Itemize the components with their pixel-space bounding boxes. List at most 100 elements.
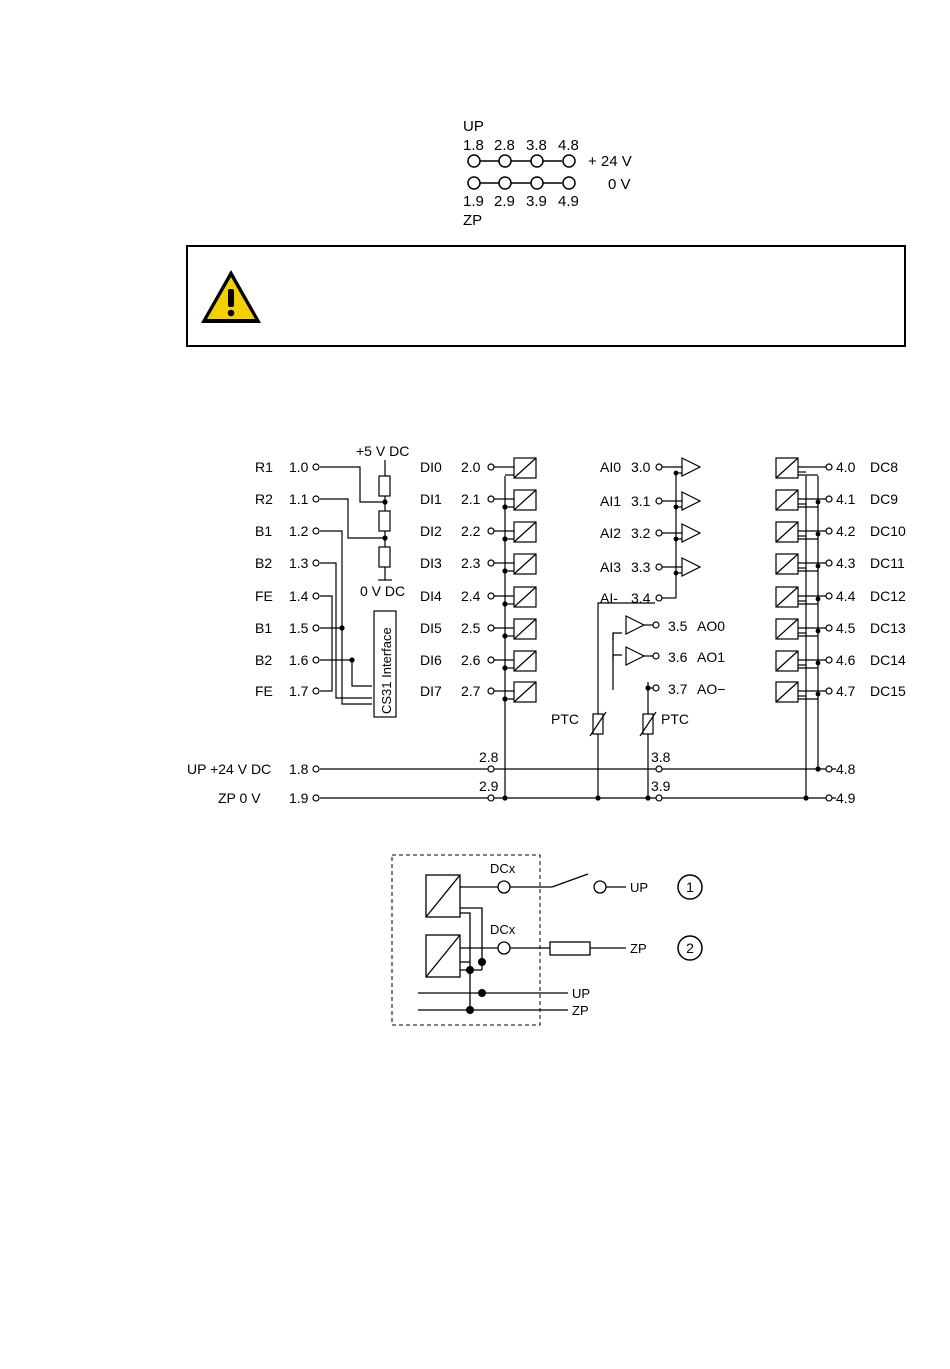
opto-diagonal bbox=[513, 586, 537, 608]
junction-dot bbox=[673, 570, 679, 576]
bridge-bottom-terminals: 1.9 2.9 3.9 4.9 bbox=[463, 193, 579, 210]
ai-term: 3.4 bbox=[631, 590, 651, 606]
dc-label: DC13 bbox=[870, 620, 906, 636]
terminal-circle bbox=[312, 656, 320, 664]
junction-dot bbox=[815, 628, 821, 634]
left-term: 1.3 bbox=[289, 555, 309, 571]
detail-up-rail-label: UP bbox=[572, 986, 590, 1001]
opto-diagonal bbox=[775, 650, 799, 672]
junction-dot bbox=[502, 696, 508, 702]
opamp bbox=[625, 646, 646, 666]
opto-diagonal bbox=[775, 618, 799, 640]
zp-rail-mid1: 2.9 bbox=[479, 778, 499, 794]
bridge-diagram: UP 1.8 2.8 3.8 4.8 + 24 V 0 V 1.9 2.9 3.… bbox=[463, 118, 632, 229]
bridge-top-terminal: 3.8 bbox=[526, 137, 547, 154]
terminal-circle bbox=[825, 527, 833, 535]
di-term: 2.2 bbox=[461, 523, 481, 539]
terminal-circle bbox=[825, 463, 833, 471]
dc-label: DC15 bbox=[870, 683, 906, 699]
wiring-schematic: R1 1.0 R2 1.1 B1 1.2 B2 1.3 FE 1.4 B1 1.… bbox=[187, 443, 906, 806]
bridge-bottom-terminal: 2.9 bbox=[494, 193, 515, 210]
ai-label: AI3 bbox=[600, 559, 621, 575]
junction-dot bbox=[502, 536, 508, 542]
junction-dot bbox=[815, 766, 821, 772]
bridge-top-terminals: 1.8 2.8 3.8 4.8 bbox=[463, 137, 579, 154]
terminal-circle bbox=[562, 154, 576, 168]
terminal-circle bbox=[825, 687, 833, 695]
marker-1-circle bbox=[677, 874, 703, 900]
junction-dot bbox=[595, 795, 601, 801]
terminal-circle bbox=[655, 463, 663, 471]
dc-label: DC9 bbox=[870, 491, 898, 507]
terminal-circle bbox=[655, 765, 663, 773]
terminal-circle bbox=[487, 794, 495, 802]
terminal-circle bbox=[825, 592, 833, 600]
bridge-top-links bbox=[467, 154, 576, 168]
terminal-circle bbox=[487, 559, 495, 567]
di-term: 2.0 bbox=[461, 459, 481, 475]
opamp bbox=[681, 457, 702, 477]
di-label: DI5 bbox=[420, 620, 442, 636]
junction-dot bbox=[815, 531, 821, 537]
di-label: DI3 bbox=[420, 555, 442, 571]
di-label: DI7 bbox=[420, 683, 442, 699]
up-rail-mid1: 2.8 bbox=[479, 749, 499, 765]
junction-dot bbox=[673, 504, 679, 510]
zp-rail-label: ZP 0 V bbox=[218, 790, 261, 806]
left-term: 1.6 bbox=[289, 652, 309, 668]
opto-diagonal bbox=[775, 553, 799, 575]
junction-dot bbox=[815, 691, 821, 697]
switch-contact bbox=[551, 873, 589, 888]
detail-zp-label: ZP bbox=[630, 941, 647, 956]
left-label: R2 bbox=[255, 491, 273, 507]
left-label: FE bbox=[255, 588, 273, 604]
terminal-circle bbox=[825, 656, 833, 664]
ptc-slash bbox=[639, 711, 657, 737]
opamp bbox=[681, 523, 702, 543]
opto-diagonal bbox=[513, 553, 537, 575]
di-label: DI4 bbox=[420, 588, 442, 604]
ao-term: 3.5 bbox=[668, 618, 688, 634]
opto-diagonal bbox=[513, 521, 537, 543]
terminal-circle bbox=[467, 154, 481, 168]
opto-diagonal bbox=[775, 457, 799, 479]
di-labels: DI0 2.0 DI1 2.1 DI2 2.2 DI3 2.3 DI4 2.4 … bbox=[420, 459, 481, 699]
junction-dot bbox=[349, 657, 355, 663]
ao-label: AO0 bbox=[697, 618, 725, 634]
ai-label: AI0 bbox=[600, 459, 621, 475]
ao-term: 3.7 bbox=[668, 681, 688, 697]
junction-dot bbox=[502, 568, 508, 574]
ptc-slash bbox=[589, 711, 607, 737]
terminal-circle bbox=[498, 154, 512, 168]
terminal-circle bbox=[825, 495, 833, 503]
ao-label: AO1 bbox=[697, 649, 725, 665]
cs31-interface-label: CS31 Interface bbox=[379, 627, 394, 714]
left-label: B1 bbox=[255, 620, 272, 636]
left-term: 1.4 bbox=[289, 588, 309, 604]
bridge-top-terminal: 2.8 bbox=[494, 137, 515, 154]
opamp bbox=[681, 557, 702, 577]
bridge-up-label: UP bbox=[463, 118, 484, 135]
di-label: DI1 bbox=[420, 491, 442, 507]
marker-2-circle bbox=[677, 935, 703, 961]
terminal-circle bbox=[655, 563, 663, 571]
terminal-circle bbox=[652, 684, 660, 692]
di-term: 2.6 bbox=[461, 652, 481, 668]
dc-term: 4.5 bbox=[836, 620, 856, 636]
di-label: DI6 bbox=[420, 652, 442, 668]
terminal-circle bbox=[825, 794, 833, 802]
bridge-zero-label: 0 V bbox=[608, 176, 631, 193]
junction-dot bbox=[339, 625, 345, 631]
junction-dot bbox=[815, 563, 821, 569]
left-label: FE bbox=[255, 683, 273, 699]
opto-diagonal bbox=[775, 681, 799, 703]
di-term: 2.7 bbox=[461, 683, 481, 699]
di-label: DI2 bbox=[420, 523, 442, 539]
zp-rail-mid2: 3.9 bbox=[651, 778, 671, 794]
detail-up-label: UP bbox=[630, 880, 648, 895]
ai-labels: AI0 3.0 AI1 3.1 AI2 3.2 AI3 3.3 AI- 3.4 bbox=[600, 459, 651, 606]
bridge-bottom-terminal: 1.9 bbox=[463, 193, 484, 210]
terminal-circle bbox=[487, 687, 495, 695]
dc-term: 4.4 bbox=[836, 588, 856, 604]
terminal-circle bbox=[498, 176, 512, 190]
